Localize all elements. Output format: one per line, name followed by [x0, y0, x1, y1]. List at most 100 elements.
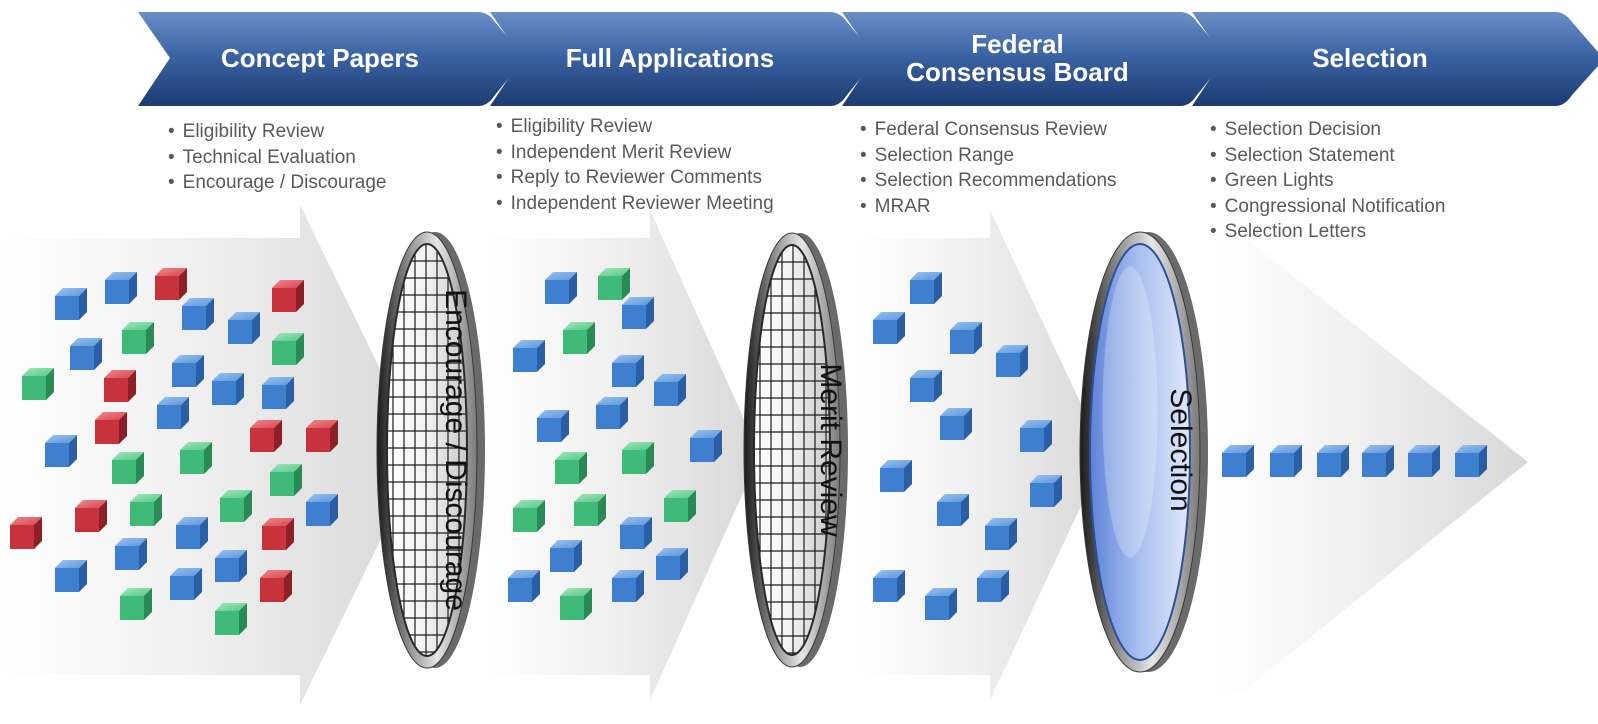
cube: [270, 464, 302, 496]
cube: [513, 340, 545, 372]
cube: [563, 322, 595, 354]
cube: [654, 374, 686, 406]
cube: [1455, 445, 1487, 477]
list-item: Eligibility Review: [168, 119, 387, 145]
cube: [155, 268, 187, 300]
cube: [180, 442, 212, 474]
cube: [622, 442, 654, 474]
filter-ring-merit-review: [743, 232, 848, 668]
chevron-3[interactable]: [842, 12, 1227, 106]
cube: [910, 272, 942, 304]
cube: [508, 570, 540, 602]
cube: [250, 420, 282, 452]
cube: [910, 370, 942, 402]
chevron-2[interactable]: [490, 12, 877, 106]
cube: [262, 377, 294, 409]
stage-title-full-applications: Full Applications: [565, 43, 775, 73]
cube: [1317, 445, 1349, 477]
cube: [560, 588, 592, 620]
list-item: Independent Merit Review: [496, 140, 774, 166]
cube: [112, 452, 144, 484]
cube: [598, 268, 630, 300]
stage-1-bullet-list: Eligibility Review Technical Evaluation …: [168, 119, 387, 196]
stage-title-concept-papers: Concept Papers: [221, 43, 419, 73]
cube: [22, 368, 54, 400]
cube: [212, 373, 244, 405]
cube: [622, 297, 654, 329]
filter-label-merit-review: Merit Review: [814, 363, 847, 537]
cube: [55, 288, 87, 320]
flow-arrow-3: [860, 210, 1105, 700]
cube: [215, 550, 247, 582]
cube: [122, 322, 154, 354]
cube: [574, 494, 606, 526]
cube: [260, 570, 292, 602]
stage-3-bullet-list: Federal Consensus Review Selection Range…: [860, 117, 1117, 219]
cube: [220, 490, 252, 522]
cube: [75, 500, 107, 532]
cube: [925, 588, 957, 620]
cube: [1222, 445, 1254, 477]
cube: [272, 280, 304, 312]
cube: [513, 500, 545, 532]
cube: [873, 312, 905, 344]
list-item: Independent Reviewer Meeting: [496, 191, 774, 217]
cube-field: [10, 268, 1487, 635]
cube: [555, 452, 587, 484]
filter-rings: [376, 231, 1208, 673]
chevron-band: [138, 12, 1598, 106]
list-item: Green Lights: [1210, 168, 1445, 194]
list-item: Selection Statement: [1210, 143, 1445, 169]
cube: [612, 570, 644, 602]
chevron-4[interactable]: [1192, 12, 1598, 106]
cube: [940, 408, 972, 440]
cube: [664, 490, 696, 522]
cube: [596, 397, 628, 429]
cube: [55, 560, 87, 592]
cube: [176, 517, 208, 549]
cube: [182, 298, 214, 330]
list-item: Encourage / Discourage: [168, 170, 387, 196]
cube: [1020, 420, 1052, 452]
cube: [1408, 445, 1440, 477]
cube: [977, 570, 1009, 602]
cube: [10, 517, 42, 549]
stage-title-federal-consensus-board: Federal Consensus Board: [906, 29, 1129, 87]
filter-ring-encourage-discourage: [376, 231, 485, 669]
stage-4-bullet-list: Selection Decision Selection Statement G…: [1210, 117, 1446, 245]
cube: [130, 494, 162, 526]
list-item: Selection Letters: [1210, 219, 1445, 245]
cube: [70, 338, 102, 370]
cube: [937, 494, 969, 526]
cube: [104, 370, 136, 402]
cube: [950, 322, 982, 354]
cube: [880, 460, 912, 492]
cube: [215, 603, 247, 635]
cube: [120, 588, 152, 620]
list-item: Congressional Notification: [1210, 194, 1446, 220]
cube: [545, 272, 577, 304]
filter-label-selection: Selection: [1164, 388, 1197, 512]
cube: [45, 435, 77, 467]
list-item: Technical Evaluation: [168, 145, 387, 171]
list-item: Reply to Reviewer Comments: [496, 165, 774, 191]
list-item: Selection Recommendations: [860, 168, 1117, 194]
cube: [272, 333, 304, 365]
cube: [1270, 445, 1302, 477]
cube: [620, 517, 652, 549]
cube: [873, 570, 905, 602]
cube: [172, 355, 204, 387]
cube: [985, 518, 1017, 550]
cube: [95, 412, 127, 444]
list-item: MRAR: [860, 194, 1117, 220]
cube: [105, 272, 137, 304]
cube: [262, 518, 294, 550]
cube: [1030, 475, 1062, 507]
cube: [656, 548, 688, 580]
filter-label-encourage-discourage: Encourage / Discourage: [439, 289, 472, 611]
list-item: Eligibility Review: [496, 114, 774, 140]
filter-ring-selection: [1079, 231, 1208, 673]
cube: [612, 355, 644, 387]
chevron-1[interactable]: [138, 12, 525, 106]
cube: [1362, 445, 1394, 477]
